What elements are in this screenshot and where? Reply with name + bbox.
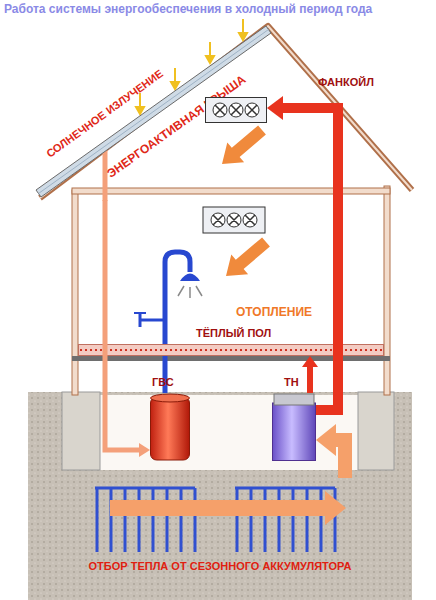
heat-pump	[273, 403, 316, 461]
arrow-head	[302, 356, 318, 367]
arrow-head	[267, 96, 283, 120]
ground-probe	[138, 488, 141, 552]
ground-probe	[278, 488, 281, 552]
fancoil-unit	[203, 207, 265, 233]
heat-flow-arrow	[222, 125, 266, 164]
pipe-connector	[316, 424, 345, 478]
fan-symbol	[229, 103, 243, 117]
heating-label: ОТОПЛЕНИЕ	[236, 306, 312, 320]
pipe-line	[307, 365, 313, 393]
ground-probe	[264, 488, 267, 552]
ground-probe	[292, 488, 295, 552]
floor-slab	[72, 356, 390, 361]
pipe-line	[332, 440, 345, 478]
ground-probe	[250, 488, 253, 552]
pipe-connector	[302, 356, 318, 393]
pipe-connector	[105, 200, 150, 457]
fancoil-label: ФАНКОЙЛ	[318, 76, 374, 89]
solar-panel	[39, 30, 269, 194]
basement-wall	[358, 392, 394, 470]
attic-floor	[72, 188, 390, 194]
fan-symbol	[213, 215, 255, 225]
valve	[139, 313, 142, 327]
roof-line	[40, 26, 412, 198]
heat-flow-arrow	[110, 491, 346, 525]
valve	[134, 312, 146, 314]
warm-floor: ТЁПЛЫЙ ПОЛ	[78, 344, 384, 356]
fan-symbol	[247, 105, 257, 115]
fancoil-unit-shape	[205, 97, 267, 123]
fan-symbol	[215, 105, 225, 115]
storage-label: ОТБОР ТЕПЛА ОТ СЕЗОННОГО АККУМУЛЯТОРА	[70, 560, 370, 573]
sun-ray	[174, 68, 176, 83]
water-spray	[178, 286, 202, 298]
fan-symbol	[245, 103, 259, 117]
pipe-line	[105, 200, 141, 450]
heat-flow-arrow	[226, 237, 270, 276]
basement-wall	[62, 392, 100, 470]
shower-head	[180, 274, 200, 282]
hot-water-tank: ГВС	[150, 393, 190, 461]
sun-ray	[206, 56, 214, 63]
ground-probe	[194, 488, 197, 552]
sun-ray	[239, 33, 247, 40]
ground-probe	[320, 488, 323, 552]
ground	[28, 392, 412, 600]
sun-ray	[171, 82, 179, 89]
heat-pump: ТН	[272, 393, 316, 461]
floor-label: ТЁПЛЫЙ ПОЛ	[196, 327, 271, 340]
heat-pump-shape	[272, 393, 316, 461]
pipe-line	[280, 108, 338, 410]
house-wall	[72, 190, 78, 395]
arrow-head	[139, 443, 150, 457]
ground-probe	[306, 488, 309, 552]
shower-pipe	[165, 252, 190, 393]
tank-label: ГВС	[152, 376, 174, 389]
warm-floor-shape	[78, 344, 384, 356]
water-tank	[151, 394, 190, 402]
ground-probe	[236, 488, 239, 552]
diagram-title: Работа системы энергообеспечения в холод…	[4, 3, 372, 17]
basement	[100, 395, 358, 470]
valve	[140, 319, 165, 322]
solar-panel	[36, 26, 271, 197]
solar-pipe	[103, 150, 108, 201]
fan-symbol	[231, 105, 241, 115]
floor-heating-pipe	[80, 349, 382, 351]
arrow-head	[316, 424, 336, 456]
water-tank	[151, 397, 190, 460]
seasonal-storage: ОТБОР ТЕПЛА ОТ СЕЗОННОГО АККУМУЛЯТОРА	[70, 478, 370, 578]
sun-ray	[242, 19, 244, 34]
heat-pump-label: ТН	[284, 376, 299, 389]
fancoil-unit: ФАНКОЙЛ	[205, 97, 267, 123]
fan-symbol	[213, 103, 227, 117]
sun-ray	[136, 107, 144, 114]
ground-probe	[152, 488, 155, 552]
fancoil-unit	[203, 207, 265, 233]
hot-water-tank-shape	[150, 393, 190, 461]
fancoil-unit	[206, 98, 267, 123]
ground-probe	[124, 488, 127, 552]
house-wall	[384, 186, 390, 395]
ground-probe	[96, 488, 99, 552]
ground-probe	[180, 488, 183, 552]
pipe-connector	[267, 96, 338, 410]
ground-probe	[334, 488, 337, 552]
warm-floor-band	[79, 345, 384, 356]
roof-line	[40, 26, 412, 198]
ground-probe	[166, 488, 169, 552]
ground-probe	[110, 488, 113, 552]
heat-pump-cap	[274, 394, 314, 405]
sun-ray	[209, 42, 211, 57]
